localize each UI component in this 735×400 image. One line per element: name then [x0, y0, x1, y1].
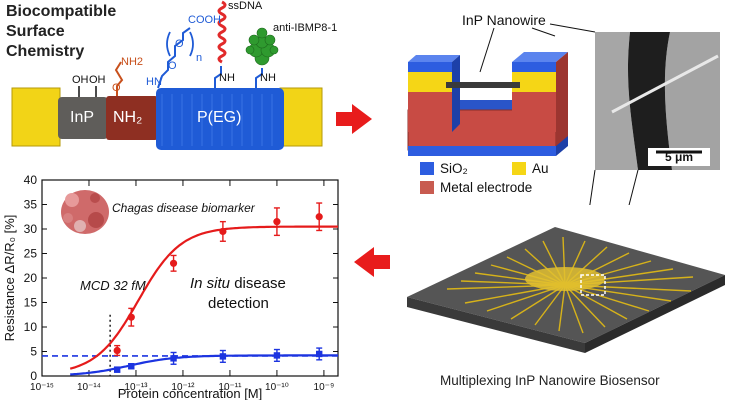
y-tick-label: 25	[24, 247, 38, 261]
x-tick-label: 10⁻¹¹	[218, 382, 242, 393]
data-point	[273, 218, 281, 226]
y-tick-label: 20	[24, 271, 38, 285]
inp-segment	[58, 97, 108, 139]
nh-antibody-label: NH	[260, 72, 276, 84]
peg-segment-label: P(EG)	[197, 109, 242, 126]
data-point	[169, 259, 178, 267]
biosensor-chip	[407, 227, 725, 353]
x-tick-label: 10⁻¹⁰	[265, 382, 289, 393]
amine-linker	[114, 61, 124, 96]
data-point	[316, 350, 323, 358]
o-label-3: O	[175, 38, 184, 50]
right-arrow	[336, 104, 372, 134]
data-point	[219, 353, 227, 360]
chip-caption: Multiplexing InP Nanowire Biosensor	[440, 373, 660, 388]
chemistry-title-line-2: Surface	[6, 23, 65, 40]
device-legend: SiO₂ Au Metal electrode	[420, 161, 630, 198]
biomarker-annotation: Chagas disease biomarker	[112, 201, 256, 215]
device-diagram	[407, 23, 720, 205]
protein-structure-icon	[61, 190, 109, 234]
nh2-segment	[106, 96, 158, 140]
data-point	[219, 227, 227, 236]
data-point	[127, 313, 135, 321]
legend-swatch-au	[512, 162, 526, 175]
ssdna-strand	[217, 0, 227, 64]
legend-label-au: Au	[532, 161, 549, 176]
data-point	[113, 366, 121, 373]
y-tick-label: 40	[24, 173, 38, 187]
chemistry-title-line-3: Chemistry	[6, 43, 85, 60]
left-gold-pad	[11, 87, 61, 147]
inp-segment-label: InP	[70, 109, 95, 126]
y-tick-label: 5	[30, 345, 37, 359]
data-point	[273, 352, 281, 359]
ssdna-label: ssDNA	[228, 0, 263, 12]
insitu-rest: disease	[230, 275, 286, 292]
nh2-group-label: NH2	[121, 56, 144, 68]
chemistry-title: Biocompatible Surface Chemistry	[6, 2, 116, 62]
chemistry-title-line-1: Biocompatible	[6, 3, 117, 20]
surface-chemistry-diagram	[11, 0, 372, 150]
nh2-segment-label: NH₂	[113, 109, 143, 126]
sem-scale-label: 5 μm	[665, 150, 694, 164]
peg-texture	[161, 94, 273, 146]
x-tick-label: 10⁻⁹	[314, 382, 335, 393]
fit-curve-0	[69, 225, 338, 370]
y-axis-label: Resistance ΔR/R₀ [%]	[2, 215, 17, 342]
chip-zoom-box	[580, 274, 606, 296]
hn-label: HN	[146, 76, 162, 88]
legend-label-sio2: SiO₂	[440, 161, 468, 176]
legend-swatch-sio2	[420, 162, 434, 175]
data-point	[113, 346, 121, 355]
y-tick-label: 15	[24, 296, 38, 310]
data-point	[315, 213, 323, 221]
insitu-annotation-line1: In situ disease	[190, 275, 286, 292]
data-point	[170, 355, 177, 362]
left-arrow	[354, 247, 390, 277]
data-point	[128, 363, 135, 370]
o-label-2: O	[168, 60, 177, 72]
y-tick-label: 0	[30, 369, 37, 383]
insitu-annotation-line2: detection	[208, 295, 269, 312]
subscript-n-label: n	[196, 52, 203, 64]
oh-label-1: OH	[72, 74, 89, 86]
x-axis-label: Protein concentration [M]	[118, 386, 263, 400]
nanowire-bar	[446, 82, 520, 88]
insitu-italic: In situ	[190, 275, 231, 292]
legend-swatch-metal	[420, 181, 434, 194]
x-tick-label: 10⁻¹⁴	[77, 382, 101, 393]
y-tick-label: 10	[24, 320, 38, 334]
dose-response-chart: 0 5 10 15 20 25 30 35 40 10⁻¹⁵ 10⁻¹⁴ 10⁻¹³ 10⁻¹² 10⁻…	[2, 173, 339, 400]
x-tick-label: 10⁻¹³	[124, 382, 148, 393]
y-tick-label: 35	[24, 198, 38, 212]
antibody-label: anti-IBMP8-1	[273, 22, 338, 34]
x-tick-label: 10⁻¹⁵	[30, 382, 54, 393]
nh-dna-label: NH	[219, 72, 235, 84]
oh-label-2: OH	[89, 74, 106, 86]
x-tick-label: 10⁻¹²	[171, 382, 195, 393]
o-label-1: O	[112, 82, 121, 94]
cooh-label: COOH	[188, 14, 221, 26]
peg-linker	[157, 27, 191, 89]
legend-label-metal: Metal electrode	[440, 180, 533, 195]
y-tick-label: 30	[24, 222, 38, 236]
mcd-annotation: MCD 32 fM	[80, 278, 146, 293]
nanowire-device-title: InP Nanowire	[462, 12, 546, 28]
right-gold-pad	[279, 87, 323, 147]
antibody-blob	[245, 27, 279, 66]
